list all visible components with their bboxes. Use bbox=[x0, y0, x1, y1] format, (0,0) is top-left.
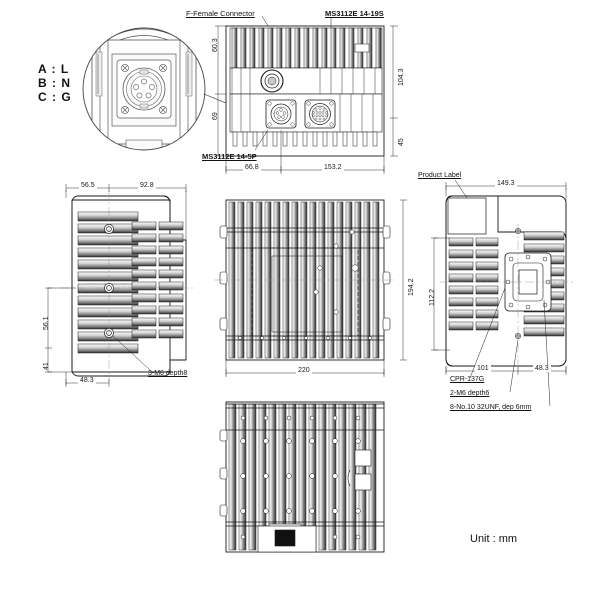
pin-legend-b: B : N bbox=[38, 76, 71, 90]
left-view-group bbox=[45, 184, 196, 387]
dim-right-side: 112.2 bbox=[429, 289, 436, 306]
callout-cpr-137g: CPR-137G bbox=[450, 376, 485, 383]
top-view-group bbox=[215, 15, 398, 174]
dim-left-side-upper: 56.1 bbox=[43, 316, 50, 330]
dim-left-bottom: 48.3 bbox=[78, 377, 96, 384]
pin-legend: A : L B : N C : G bbox=[38, 62, 72, 104]
dim-top-left-upper: 60.3 bbox=[212, 38, 219, 52]
dim-top-bottom-right: 153.2 bbox=[322, 164, 344, 171]
callout-2-m6-depth6: 2-M6 depth6 bbox=[450, 390, 490, 397]
dim-right-bottom-right: 48.3 bbox=[533, 365, 551, 372]
center-view-group bbox=[214, 199, 407, 377]
callout-female-connector: F-Female Connector bbox=[186, 9, 255, 18]
detail-circle-group bbox=[82, 27, 273, 151]
dim-top-left-lower: 69 bbox=[212, 112, 219, 120]
pin-legend-a: A : L bbox=[38, 62, 70, 76]
callout-8-no10-32unf: 8-No.10 32UNF, dep 6mm bbox=[450, 404, 532, 411]
dim-top-bottom-left: 66.8 bbox=[243, 164, 261, 171]
unit-note: Unit : mm bbox=[470, 533, 518, 545]
callout-3-m6-depth8: 3-M6 depth8 bbox=[148, 370, 188, 377]
dim-left-side-lower: 41 bbox=[43, 362, 50, 370]
pin-legend-c: C : G bbox=[38, 90, 72, 104]
bottom-view-group bbox=[219, 401, 385, 553]
dim-center-bottom: 220 bbox=[296, 367, 312, 374]
right-view-group bbox=[431, 179, 574, 407]
dim-top-right-lower: 45 bbox=[398, 138, 405, 146]
dim-left-top-left: 56.5 bbox=[79, 182, 97, 189]
callout-product-label: Product Label bbox=[418, 172, 462, 179]
callout-ms3112e-14-19s: MS3112E 14-19S bbox=[325, 9, 384, 18]
dim-center-right: 194.2 bbox=[408, 278, 415, 296]
dim-right-top: 149.3 bbox=[495, 180, 517, 187]
dim-top-right-upper: 104.3 bbox=[398, 68, 405, 86]
callout-ms3112e-14-5p: MS3112E 14-5P bbox=[202, 152, 257, 161]
dim-left-top-right: 92.8 bbox=[138, 182, 156, 189]
dim-right-bottom-left: 101 bbox=[475, 365, 491, 372]
